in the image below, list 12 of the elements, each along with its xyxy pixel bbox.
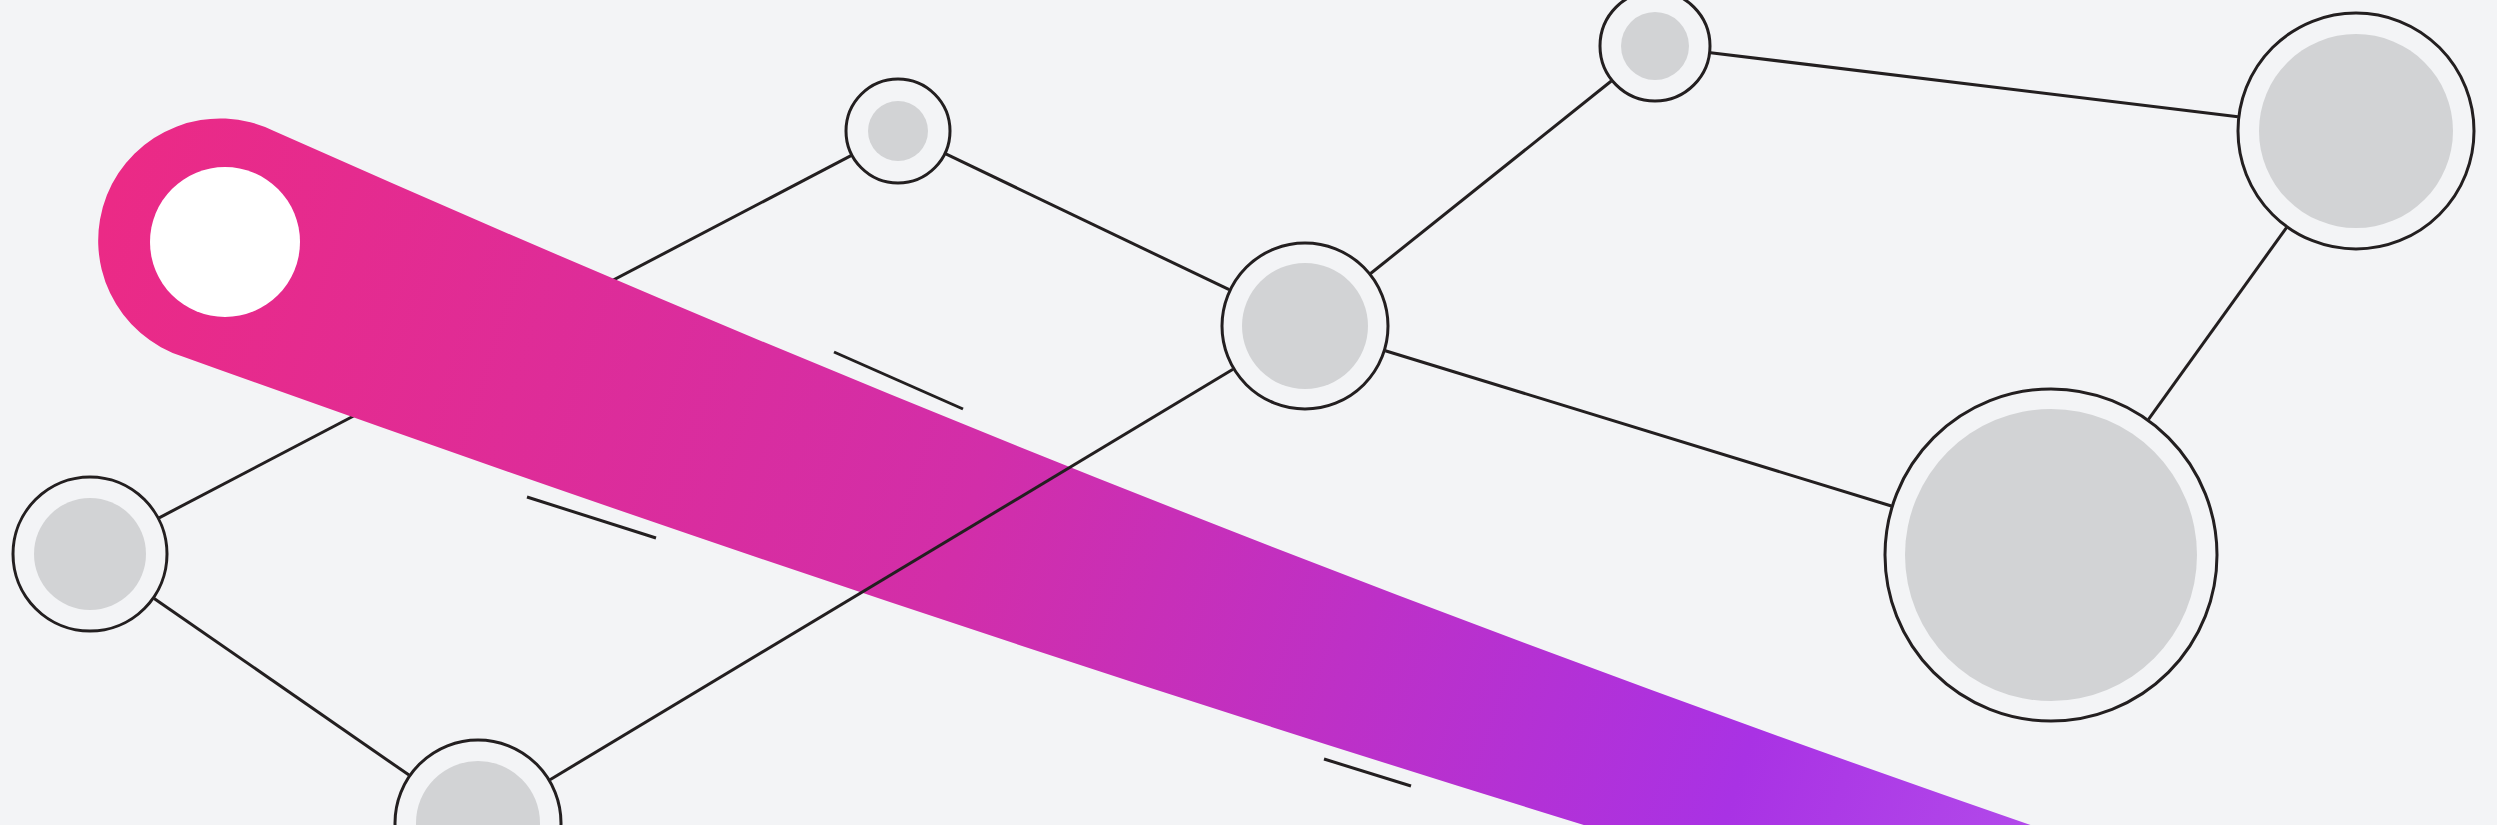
connector-line xyxy=(2147,226,2288,421)
connector-line xyxy=(549,368,1234,781)
circle-node xyxy=(2236,11,2476,251)
circle-node xyxy=(1883,387,2219,723)
connector-line xyxy=(1369,79,1613,275)
connector-line xyxy=(1710,51,2239,119)
circle-node xyxy=(844,77,952,185)
circle-node xyxy=(1220,241,1390,411)
connector-line xyxy=(1384,349,1892,508)
circle-node xyxy=(11,475,169,633)
connector-line xyxy=(153,597,410,777)
connector-line xyxy=(945,152,1230,292)
